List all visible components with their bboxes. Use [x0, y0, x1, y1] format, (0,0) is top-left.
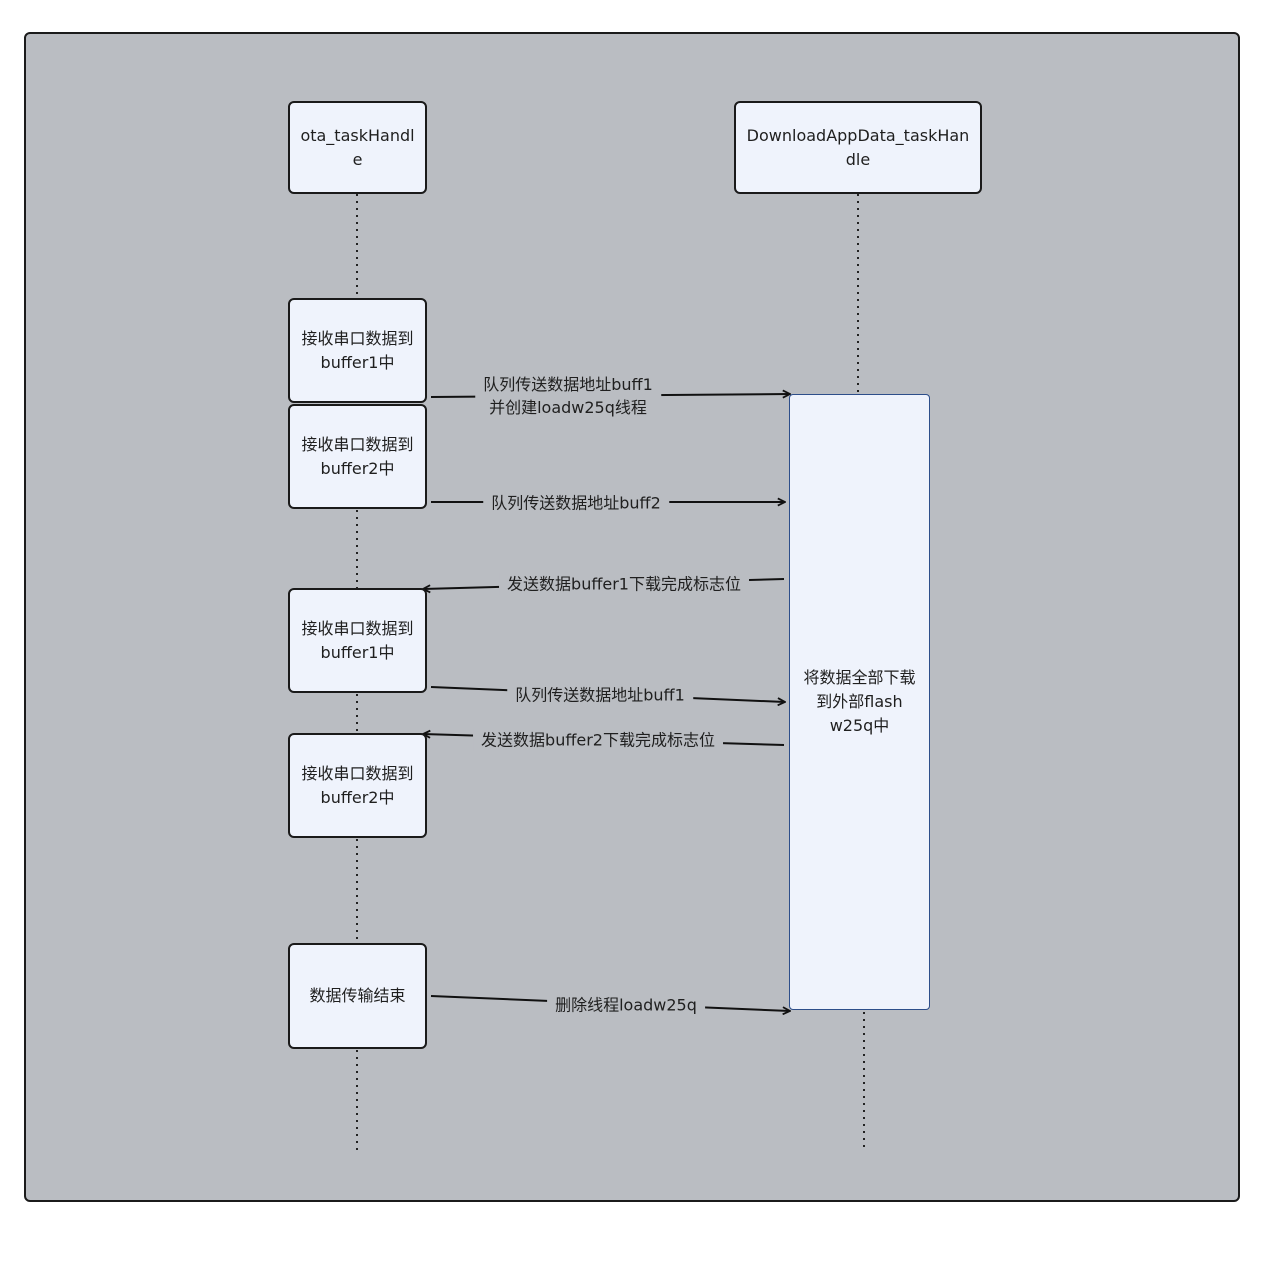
- process-label-line: 接收串口数据到: [301, 763, 414, 783]
- activation-label-line: w25q中: [829, 716, 890, 735]
- message-label-6: 删除线程loadw25q: [547, 993, 705, 1017]
- message-label-line: 队列传送数据地址buff1: [515, 685, 685, 705]
- message-label-4: 队列传送数据地址buff1: [507, 683, 693, 707]
- download-activation-bar: 将数据全部下载 到外部flash w25q中: [789, 394, 930, 1010]
- message-label-line: 发送数据buffer2下载完成标志位: [481, 730, 715, 750]
- ota-process-box-4: 接收串口数据到 buffer2中: [288, 733, 427, 838]
- message-label-line: 发送数据buffer1下载完成标志位: [507, 574, 741, 594]
- activation-label-line: 到外部flash: [816, 692, 903, 711]
- lifeline-header-label: DownloadAppData_taskHandle: [746, 125, 970, 169]
- message-label-3: 发送数据buffer1下载完成标志位: [499, 572, 749, 596]
- message-label-line: 删除线程loadw25q: [555, 995, 697, 1015]
- message-label-line: 队列传送数据地址buff2: [491, 493, 661, 513]
- process-label-line: 接收串口数据到: [301, 618, 414, 638]
- ota-process-box-3: 接收串口数据到 buffer1中: [288, 588, 427, 693]
- process-label-line: buffer2中: [320, 787, 395, 807]
- activation-label: 将数据全部下载 到外部flash w25q中: [803, 666, 915, 738]
- process-label-line: 接收串口数据到: [301, 328, 414, 348]
- process-label-line: 接收串口数据到: [301, 434, 414, 454]
- lifeline-header-ota: ota_taskHandle: [288, 101, 427, 194]
- message-label-line: 并创建loadw25q线程: [489, 398, 647, 417]
- lifeline-header-label: ota_taskHandle: [300, 125, 415, 169]
- lifeline-header-download: DownloadAppData_taskHandle: [734, 101, 982, 194]
- ota-process-box-1: 接收串口数据到 buffer1中: [288, 298, 427, 403]
- message-label-2: 队列传送数据地址buff2: [483, 491, 669, 515]
- message-label-1: 队列传送数据地址buff1 并创建loadw25q线程: [475, 373, 661, 419]
- message-label-5: 发送数据buffer2下载完成标志位: [473, 728, 723, 752]
- ota-process-box-5: 数据传输结束: [288, 943, 427, 1049]
- process-label-line: buffer1中: [320, 642, 395, 662]
- process-label-line: buffer1中: [320, 352, 395, 372]
- activation-label-line: 将数据全部下载: [803, 668, 916, 687]
- process-label-line: buffer2中: [320, 458, 395, 478]
- process-label-line: 数据传输结束: [309, 986, 406, 1005]
- message-label-line: 队列传送数据地址buff1: [483, 375, 653, 394]
- ota-process-box-2: 接收串口数据到 buffer2中: [288, 404, 427, 509]
